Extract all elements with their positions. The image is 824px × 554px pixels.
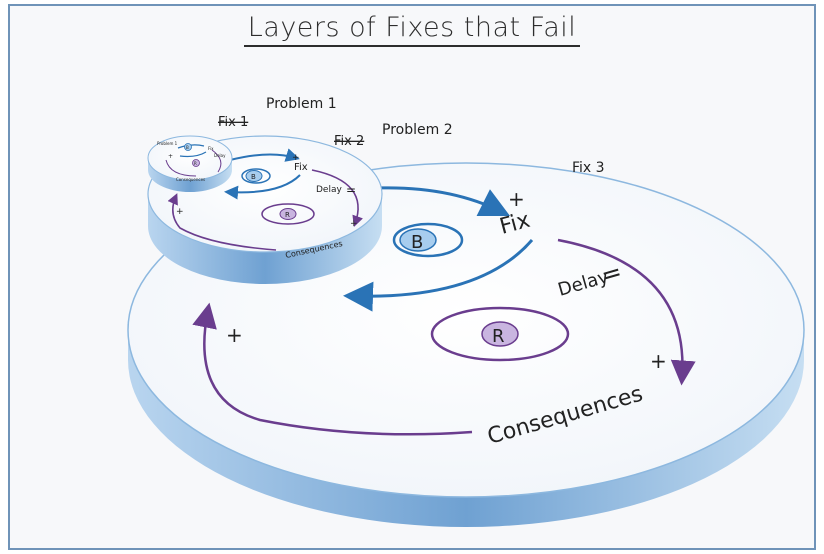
layer1-disc [147,135,233,192]
layer2-arrow-back [167,193,277,251]
layer3-arrow-to-fix [377,186,511,217]
layer2-fix-struck: Fix 2 [334,134,364,149]
layer2-arrow-fix-back [224,174,301,200]
layer2-fix-label: Fix [294,162,308,173]
layer1-loops [165,143,222,177]
layer2-arrow-to-consequences [311,169,363,228]
layer3-b-loop [392,222,464,258]
layer2-delay-mark: = [346,183,356,197]
layer2-arrow-to-fix [229,148,300,162]
layer3-arrow-fix-back [343,239,534,312]
layer1-disc-top [147,135,233,181]
layer2-r-loop [261,203,315,225]
layer3-b-badge [399,228,437,252]
layer1-disc-side [148,158,232,192]
layer1-fix-struck: Fix 1 [218,115,248,130]
layer2-r-badge [279,208,297,220]
layer3-arrow-to-consequences [557,238,696,386]
layer1-fix-mini: Fix [208,146,214,151]
layer2-plus-right: + [350,219,358,229]
diagram-title: Layers of Fixes that Fail [10,12,814,47]
layer3-plus-fix: + [508,187,525,211]
layer1-b-text: B [186,145,189,150]
layer3-r-text: R [492,326,505,347]
layer2-disc-side [148,194,382,284]
layer1-r-badge [192,159,200,167]
layer1-arrow-back [165,159,197,177]
layer3-plus-left: + [226,323,243,347]
layer1-plus: + [168,153,173,160]
layer3-arrow-consequences-back [192,302,473,436]
layer1-consequences-mini: Consequences [176,177,205,182]
layer1-arrow-to-consequences [211,149,222,173]
layer2-problem-label: Problem 2 [382,122,453,138]
layer3-r-badge [481,321,519,347]
layer2-b-loop [241,168,271,184]
layer1-problem-label: Problem 1 [266,96,337,112]
layer2-plus-top: + [292,153,300,163]
layer2-loops [167,148,363,251]
layer2-plus-left: + [176,207,184,217]
layer3-r-loop [430,306,570,362]
layer3-plus-right: + [650,349,667,373]
layer2-delay-label: Delay [316,185,342,195]
layer3-loops [192,186,696,436]
layer2-r-text: R [285,211,290,219]
layer1-delay-mini: Delay [214,153,226,158]
layer1-arrow-to-fix [177,144,205,149]
layer2-b-badge [245,170,263,182]
layer1-r-text: R [194,161,197,166]
layer3-b-text: B [411,232,423,253]
layer1-b-badge [184,143,192,151]
layer3-fix3-label: Fix 3 [572,160,605,176]
layer2-b-text: B [251,173,256,181]
layer1-problem-mini: Problem 1 [157,141,178,146]
layer1-arrow-fix-back [179,151,207,158]
layer3-disc-side [128,330,804,527]
